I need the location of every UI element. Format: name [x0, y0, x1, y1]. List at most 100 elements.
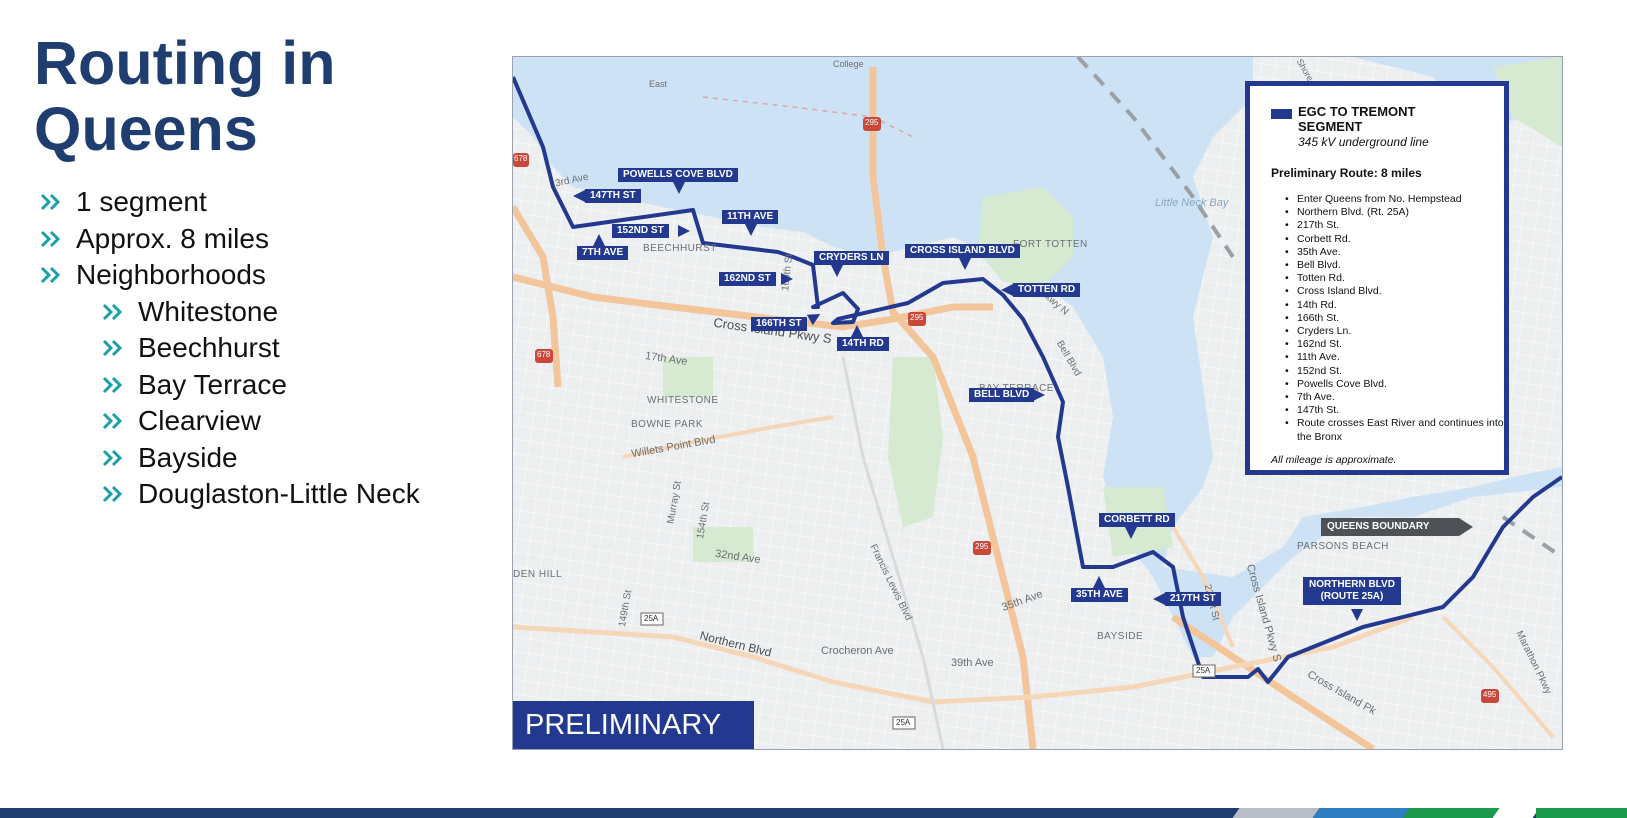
bullet-item: 1 segment [40, 184, 420, 221]
tag-pointer [573, 190, 585, 202]
legend-route-item: 162nd St. [1285, 338, 1504, 351]
legend-route-item: 166th St. [1285, 312, 1504, 325]
neighborhood-item: Douglaston-Little Neck [40, 476, 420, 513]
queens-boundary-tag: QUEENS BOUNDARY [1321, 518, 1459, 536]
queens-boundary-line [1076, 57, 1235, 259]
legend-route-swatch [1271, 109, 1292, 119]
route-tag-northern-line-1: NORTHERN BLVD [1309, 579, 1395, 590]
place-label: 39th Ave [951, 657, 994, 669]
tag-pointer [1153, 593, 1165, 605]
tag-pointer [1001, 284, 1013, 296]
legend-route-item: Cross Island Blvd. [1285, 285, 1504, 298]
neighborhood-item: Clearview [40, 403, 420, 440]
shield-label: 295 [975, 542, 989, 551]
double-chevron-right-icon [102, 486, 123, 503]
route-tag-152nd-st: 152ND ST [612, 224, 669, 238]
legend-route-item: 11th Ave. [1285, 351, 1504, 364]
place-label: WHITESTONE [647, 395, 719, 406]
legend-route-list: Enter Queens from No. Hempstead Northern… [1271, 193, 1504, 444]
route-tag-14th-rd: 14TH RD [837, 337, 889, 351]
neighborhood-item: Bay Terrace [40, 367, 420, 404]
tag-pointer [851, 325, 863, 337]
place-label: BEECHHURST [643, 243, 717, 254]
preliminary-badge: PRELIMINARY [513, 701, 754, 749]
legend-route-heading: Preliminary Route: 8 miles [1271, 166, 1422, 180]
park-fort-totten [978, 187, 1073, 287]
place-label: BAYSIDE [1097, 631, 1144, 642]
route-tag-166th-st: 166TH ST [751, 317, 807, 331]
route-tag-147th-st: 147TH ST [585, 189, 641, 203]
highway-i678 [513, 205, 562, 388]
shield-label: 25A [896, 718, 911, 727]
neighborhood-text: Beechhurst [138, 332, 280, 364]
road-cross-island-s [1171, 525, 1235, 648]
footer-accent-green [1402, 808, 1500, 818]
tag-pointer [673, 182, 685, 194]
interstate-shield-group [513, 117, 1499, 730]
bullet-text: Approx. 8 miles [76, 222, 269, 254]
route-map: 295 295 295 678 678 495 25A 25A 25A Coll… [512, 56, 1563, 750]
footer-accent-white [1492, 808, 1540, 818]
route-tag-totten-rd: TOTTEN RD [1013, 283, 1081, 297]
legend-route-item: Cryders Ln. [1285, 325, 1504, 338]
neighborhood-text: Clearview [138, 405, 261, 437]
legend-route-item: Corbett Rd. [1285, 233, 1504, 246]
double-chevron-right-icon [40, 267, 61, 284]
place-label: FORT TOTTEN [1013, 239, 1088, 250]
double-chevron-right-icon [102, 376, 123, 393]
route-tag-7th-ave: 7TH AVE [577, 246, 629, 260]
place-label: East [649, 79, 668, 89]
tag-pointer [1125, 527, 1137, 539]
legend-route-item: 152nd St. [1285, 365, 1504, 378]
road-marathon [1441, 615, 1555, 739]
tag-pointer [745, 224, 757, 236]
queens-boundary-line-east [1501, 515, 1562, 559]
double-chevron-right-icon [102, 413, 123, 430]
bullet-text: 1 segment [76, 186, 207, 218]
route-tag-162nd-st: 162ND ST [719, 272, 776, 286]
page-title-line-2: Queens [34, 95, 258, 163]
park-green-1 [888, 357, 943, 527]
legend-route-item: 217th St. [1285, 219, 1504, 232]
route-tag-11th-ave: 11TH AVE [722, 210, 779, 224]
bullet-list: 1 segment Approx. 8 miles Neighborhoods … [40, 184, 420, 513]
double-chevron-right-icon [102, 340, 123, 357]
neighborhood-text: Bay Terrace [138, 368, 287, 400]
road-francis-lewis [841, 356, 945, 749]
route-tag-35th-ave: 35TH AVE [1071, 588, 1128, 602]
shield-label: 678 [537, 350, 551, 359]
double-chevron-right-icon [102, 449, 123, 466]
route-tag-northern-line-2: (ROUTE 25A) [1320, 591, 1384, 602]
place-label: PARSONS BEACH [1297, 541, 1389, 552]
double-chevron-right-icon [40, 194, 61, 211]
shield-label: 295 [910, 313, 924, 322]
shield-label: 25A [1196, 666, 1211, 675]
park-green-4 [1493, 57, 1562, 147]
bullet-item: Approx. 8 miles [40, 221, 420, 258]
place-label: College [833, 59, 864, 69]
neighborhood-text: Whitestone [138, 295, 279, 327]
legend-title-line-1: EGC TO TREMONT [1298, 104, 1416, 119]
legend-route-item: 35th Ave. [1285, 246, 1504, 259]
tag-pointer [593, 234, 605, 246]
arrow-right-icon [1459, 518, 1473, 536]
footer-accent-blue [1312, 808, 1410, 818]
route-tag-217th-st: 217TH ST [1165, 592, 1221, 606]
double-chevron-right-icon [40, 230, 61, 247]
tag-pointer [1093, 576, 1105, 588]
route-line [513, 76, 1562, 684]
tag-pointer [1033, 389, 1045, 401]
bullet-item: Neighborhoods [40, 257, 420, 294]
legend-route-item: Enter Queens from No. Hempstead [1285, 193, 1504, 206]
page-title: Routing in Queens [34, 30, 336, 162]
shield-label: 495 [1483, 690, 1497, 699]
neighborhood-text: Douglaston-Little Neck [138, 478, 420, 510]
route-tag-cross-island-blvd: CROSS ISLAND BLVD [905, 244, 1020, 258]
dashed-line-north [702, 96, 914, 138]
legend-route-item: Powells Cove Blvd. [1285, 378, 1504, 391]
map-legend: EGC TO TREMONT SEGMENT 345 kV undergroun… [1245, 81, 1509, 475]
footer-bar [0, 808, 1627, 818]
legend-subtitle: 345 kV underground line [1298, 135, 1429, 149]
footer-accent-gray [1232, 808, 1320, 818]
legend-route-item: Totten Rd. [1285, 272, 1504, 285]
